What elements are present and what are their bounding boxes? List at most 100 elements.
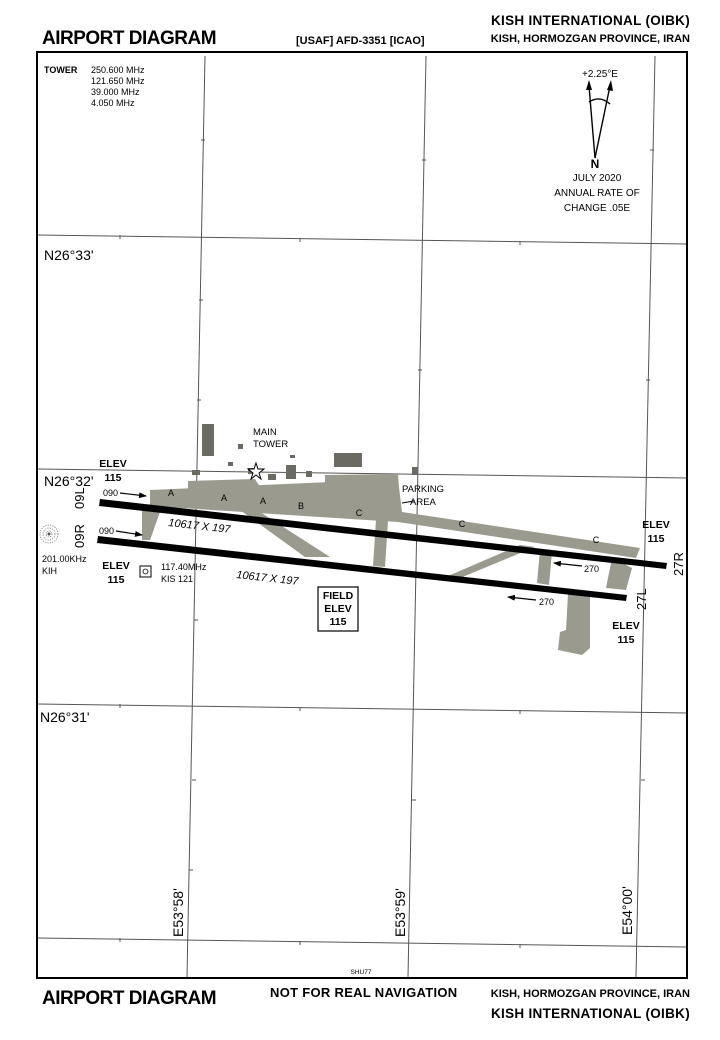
elevation-labels: ELEV 115 ELEV 115 ELEV 115 ELEV 115 FIEL… <box>99 458 669 646</box>
magnetic-north-icon <box>588 85 611 159</box>
latitude-labels: N26°33' N26°32' N26°31' <box>40 247 94 725</box>
chart-code: SHU77 <box>351 969 372 976</box>
building-10 <box>228 462 233 466</box>
frequency-block: TOWER 250.600 MHz 121.650 MHz 39.000 MHz… <box>44 65 145 108</box>
ndb-icon <box>39 524 59 544</box>
tower-freq-2: 121.650 MHz <box>91 76 145 86</box>
runway-arrows <box>115 492 583 601</box>
parking-area-line1: PARKING <box>402 484 444 495</box>
terminal-apron <box>188 479 265 497</box>
west-connector <box>142 510 160 540</box>
elev-ne-value: 115 <box>648 533 665 545</box>
runway-ids: 09L 09R 27R 27L <box>72 487 686 610</box>
longitude-label-1: E53°58' <box>170 888 186 937</box>
runway-09l-27r <box>99 499 667 569</box>
arrow-27r <box>553 560 583 567</box>
taxiway-label-a2: A <box>221 493 227 503</box>
grid-lat-line-1 <box>37 234 687 245</box>
building-11 <box>290 455 295 458</box>
grid-lon-line-3 <box>635 55 656 978</box>
elev-nw-label: ELEV <box>99 458 126 470</box>
magnetic-variation: +2.25°E <box>582 69 618 80</box>
tower-freq-3: 39.000 MHz <box>91 87 140 97</box>
ndb-frequency: 201.00KHz <box>42 554 87 564</box>
runway-id-09l: 09L <box>72 487 87 509</box>
latitude-label-3: N26°31' <box>40 709 90 725</box>
building-9 <box>238 444 243 449</box>
taxiway-label-a3: A <box>260 496 266 506</box>
longitude-label-2: E53°59' <box>392 888 408 937</box>
main-tower-line1: MAIN <box>253 427 277 438</box>
location-header: KISH, HORMOZGAN PROVINCE, IRAN <box>490 33 690 45</box>
latitude-label-2: N26°32' <box>44 473 94 489</box>
main-tower-line2: TOWER <box>253 439 288 450</box>
taxiway-labels: A A A B C C C <box>168 488 600 545</box>
tower-freq-4: 4.050 MHz <box>91 98 135 108</box>
header-title: AIRPORT DIAGRAM <box>42 28 217 49</box>
grid-lat-line-3 <box>37 703 687 714</box>
footer-title: AIRPORT DIAGRAM <box>42 988 217 1009</box>
center-connector <box>373 520 388 567</box>
elev-nw-value: 115 <box>105 472 122 484</box>
runway-id-27l: 27L <box>634 588 649 610</box>
runways <box>97 499 667 601</box>
parking-pointer <box>401 500 415 504</box>
arrow-09r <box>115 530 143 537</box>
location-footer: KISH, HORMOZGAN PROVINCE, IRAN <box>490 988 690 1000</box>
arrow-27l <box>507 594 537 601</box>
document-id: [USAF] AFD-3351 [ICAO] <box>296 35 425 47</box>
parking-area-line2: AREA <box>410 497 437 508</box>
field-elev-line2: ELEV <box>324 603 351 615</box>
taxiway-label-c3: C <box>593 535 600 545</box>
latitude-label-1: N26°33' <box>44 247 94 263</box>
building-1 <box>202 424 214 456</box>
navigation-notice: NOT FOR REAL NAVIGATION <box>270 985 458 1000</box>
grid-ticks <box>119 139 654 948</box>
heading-09l: 090 <box>103 488 118 498</box>
magnetic-date: JULY 2020 <box>573 173 622 184</box>
building-5 <box>268 474 276 480</box>
runway-id-09r: 09R <box>72 524 87 548</box>
heading-27l: 270 <box>539 597 554 607</box>
airport-name-footer: KISH INTERNATIONAL (OIBK) <box>491 1006 690 1021</box>
building-3 <box>286 465 296 479</box>
building-6 <box>306 471 312 477</box>
magnetic-rate-line2: CHANGE .05E <box>564 203 630 214</box>
vor-identifier: KIS 121 <box>161 574 193 584</box>
grid-lat-line-4 <box>37 937 687 948</box>
east-connector <box>537 550 552 585</box>
taxiway-label-b: B <box>298 501 304 511</box>
airport-name-header: KISH INTERNATIONAL (OIBK) <box>491 13 690 28</box>
magnetic-rate-line1: ANNUAL RATE OF <box>554 188 640 199</box>
heading-27r: 270 <box>584 564 599 574</box>
pavement <box>142 474 640 655</box>
runway-headings: 090 090 270 270 <box>99 488 599 607</box>
grid-lat-line-2 <box>37 468 687 479</box>
tower-star-icon <box>246 461 266 481</box>
heading-09r: 090 <box>99 526 114 536</box>
runway-id-27r: 27R <box>671 552 686 576</box>
runway-north-dimensions: 10617 X 197 <box>168 517 232 536</box>
runway-09r-27l <box>97 536 627 601</box>
facility-labels: MAIN TOWER PARKING AREA <box>253 427 444 508</box>
navaid-labels: 201.00KHz KIH 117.40MHz KIS 121 <box>42 554 207 584</box>
taxiway-label-c1: C <box>356 508 363 518</box>
south-apron <box>558 594 590 655</box>
field-elev-line1: FIELD <box>323 590 354 602</box>
chart-frame <box>36 51 688 979</box>
building-8 <box>192 470 200 475</box>
taxiway-label-c2: C <box>459 519 466 529</box>
parking-apron <box>325 474 400 503</box>
elev-ne-label: ELEV <box>642 519 669 531</box>
east-end-connector <box>606 558 632 590</box>
runway-south-dimensions: 10617 X 197 <box>236 569 300 588</box>
building-7 <box>412 467 418 475</box>
field-elevation-box <box>317 586 359 632</box>
building-2 <box>334 453 362 467</box>
taxiway-a-b-c-parallel <box>150 479 640 558</box>
elev-sw-label: ELEV <box>102 560 129 572</box>
magnetic-block: +2.25°E N JULY 2020 ANNUAL RATE OF CHANG… <box>554 69 640 214</box>
field-elev-value: 115 <box>330 616 347 628</box>
east-diagonal-taxiway <box>448 545 535 578</box>
